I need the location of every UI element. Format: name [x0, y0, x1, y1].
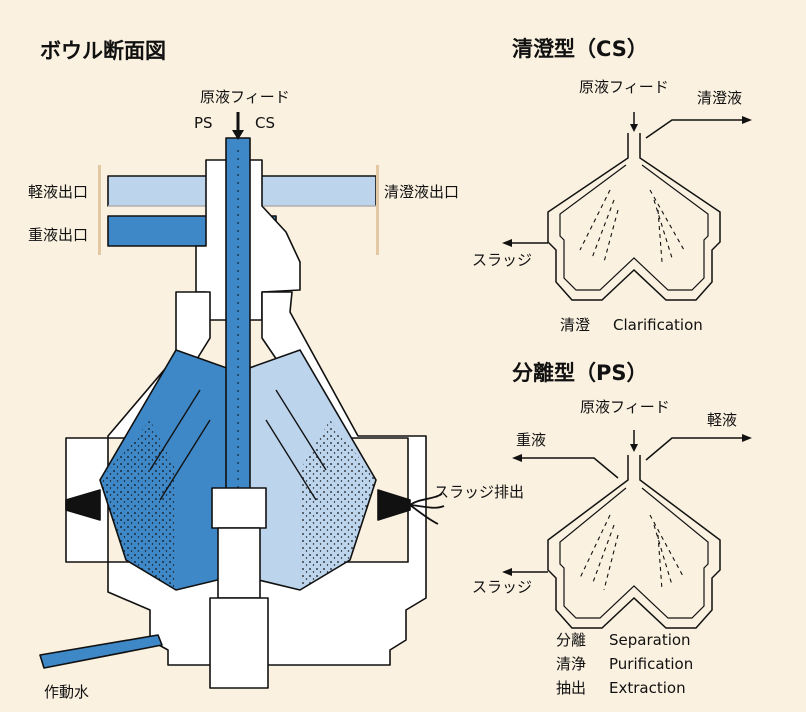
bowl-cs-label: CS [255, 114, 275, 132]
cs-sludge-label: スラッジ [472, 251, 532, 269]
cs-feed-label: 原液フィード [579, 78, 669, 96]
bowl-title: ボウル断面図 [40, 39, 166, 63]
ps-use-en: Separation [609, 631, 691, 649]
bowl-feed-label: 原液フィード [200, 88, 290, 106]
ps-heavy-label: 重液 [516, 431, 546, 449]
bowl-cross-section [39, 137, 445, 689]
ps-title: 分離型（PS） [512, 361, 648, 385]
ps-light-label: 軽液 [707, 411, 737, 429]
cs-schematic [508, 119, 744, 301]
ps-use-en: Extraction [609, 679, 686, 697]
spindle [209, 597, 269, 689]
cs-caption-jp: 清澄 [560, 316, 590, 334]
ps-use-jp: 抽出 [556, 679, 586, 697]
light-outlet-label: 軽液出口 [28, 183, 88, 201]
ps-use-jp: 分離 [556, 631, 586, 649]
ps-schematic [508, 437, 744, 629]
ps-sludge-label: スラッジ [472, 578, 532, 596]
ps-feed-label: 原液フィード [580, 398, 670, 416]
bowl-ps-label: PS [194, 114, 213, 132]
cs-caption-en: Clarification [613, 316, 703, 334]
operating-water-label: 作動水 [44, 683, 89, 701]
clarified-outlet-label: 清澄液出口 [384, 183, 459, 201]
cs-title: 清澄型（CS） [512, 37, 648, 61]
ps-use-jp: 清浄 [556, 655, 586, 673]
sludge-discharge-label: スラッジ排出 [434, 483, 524, 501]
ps-use-en: Purification [609, 655, 693, 673]
sludge-right [300, 420, 376, 590]
operating-water-pipe [39, 634, 163, 669]
cs-clarified-label: 清澄液 [697, 89, 742, 107]
sludge-left [100, 420, 176, 590]
heavy-outlet-label: 重液出口 [28, 226, 88, 244]
